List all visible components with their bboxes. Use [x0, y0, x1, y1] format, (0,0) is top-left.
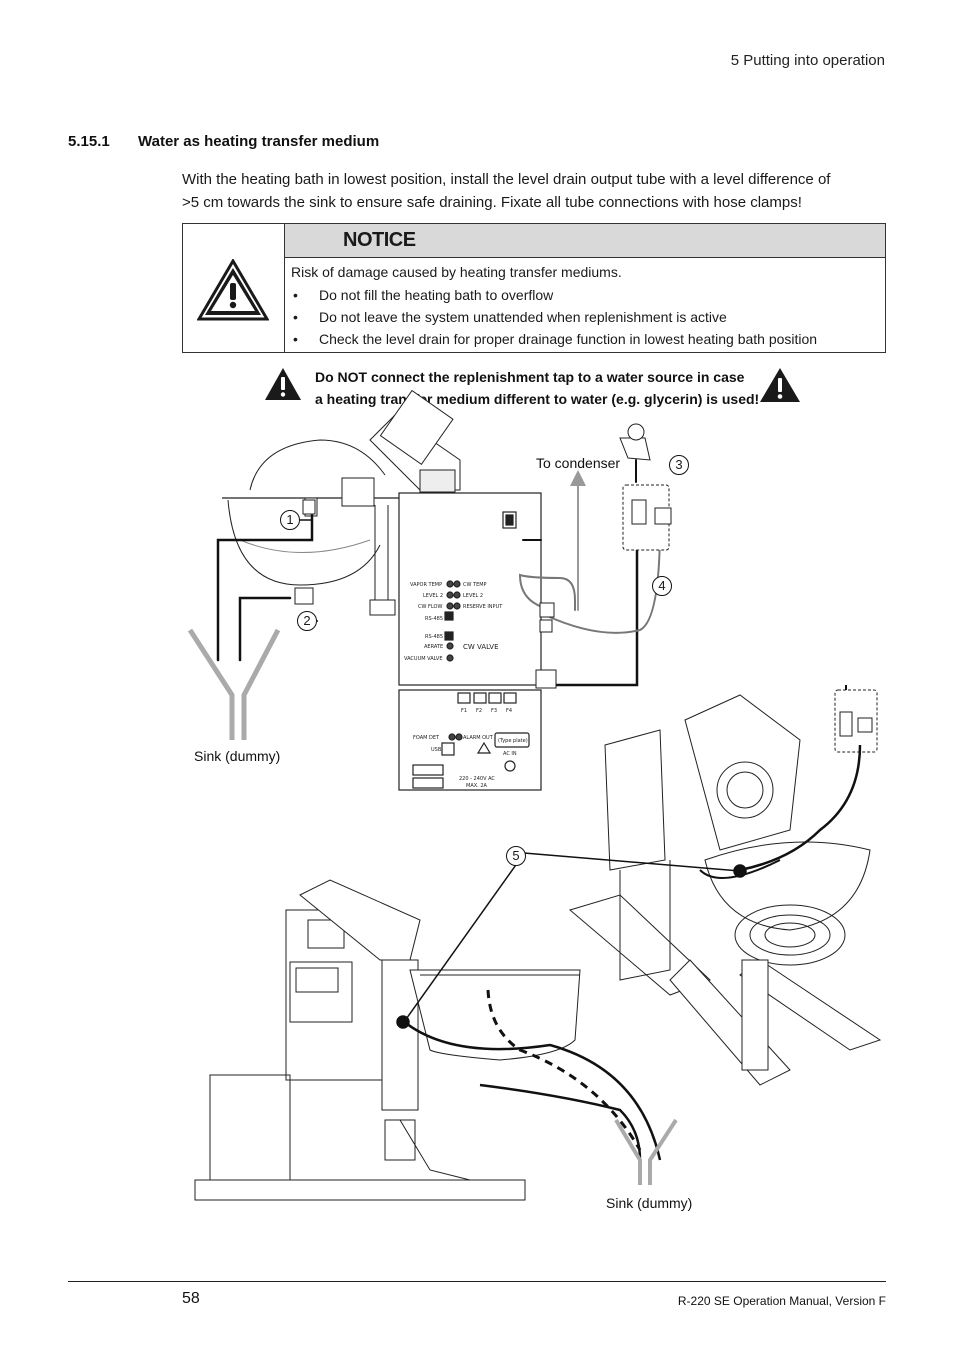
- label-aerate: AERATE: [424, 644, 443, 650]
- label-rs485-a: RS-485: [425, 616, 443, 622]
- bullet: •: [293, 287, 298, 303]
- label-fuse-f4: F4: [506, 708, 512, 714]
- notice-box: NOTICE Risk of damage caused by heating …: [182, 223, 886, 353]
- section-title: Water as heating transfer medium: [138, 133, 380, 150]
- notice-text: Risk of damage caused by heating transfe…: [291, 264, 622, 280]
- footer-divider: [68, 1281, 886, 1282]
- manual-title: R-220 SE Operation Manual, Version F: [677, 1294, 886, 1308]
- intro-paragraph: With the heating bath in lowest position…: [182, 168, 872, 214]
- notice-heading: NOTICE: [343, 229, 416, 251]
- intro-line-1: With the heating bath in lowest position…: [182, 171, 831, 188]
- callout-4: 4: [652, 576, 672, 596]
- fuse-holders: [457, 692, 517, 704]
- warning-triangle-icon: [197, 259, 269, 321]
- label-alarm-out: ALARM OUT: [463, 735, 494, 741]
- intro-line-2: >5 cm towards the sink to ensure safe dr…: [182, 194, 802, 211]
- notice-item-text: Check the level drain for proper drainag…: [319, 331, 818, 347]
- to-condenser-label: To condenser: [536, 455, 621, 471]
- callout-5: 5: [506, 846, 526, 866]
- label-type-plate: (Type plate): [498, 738, 528, 744]
- label-reserve-input: RESERVE INPUT: [463, 604, 503, 610]
- rotavap-side-view: [194, 879, 581, 1201]
- label-foam-det: FOAM DET: [413, 735, 440, 741]
- bullet: •: [293, 309, 298, 325]
- warning-left-icon: [265, 368, 301, 400]
- label-usb: USB: [431, 747, 442, 753]
- notice-list: • Do not fill the heating bath to overflo…: [291, 284, 879, 350]
- tubing-bottom-left: [401, 989, 662, 1161]
- label-rs485-b: RS-485: [425, 634, 443, 640]
- label-cw-valve: CW VALVE: [463, 643, 499, 651]
- callout-2: 2: [297, 611, 317, 631]
- notice-header: NOTICE: [285, 224, 885, 258]
- sink-top: [187, 628, 281, 740]
- label-cw-temp: CW TEMP: [463, 582, 487, 588]
- chapter-header: 5 Putting into operation: [730, 52, 885, 69]
- control-box: [398, 492, 542, 791]
- label-ac-in: AC IN: [503, 751, 517, 757]
- tubing-top: [216, 459, 661, 687]
- bullet: •: [293, 331, 298, 347]
- label-max-current: MAX. 2A: [466, 783, 488, 789]
- list-item: • Do not fill the heating bath to overflo…: [291, 284, 879, 306]
- callout-3: 3: [669, 455, 689, 475]
- list-item: • Do not leave the system unattended when…: [291, 306, 879, 328]
- notice-body: Risk of damage caused by heating transfe…: [291, 262, 879, 350]
- section-heading: 5.15.1 Water as heating transfer medium: [68, 133, 379, 150]
- label-vacuum-valve: VACUUM VALVE: [404, 656, 442, 662]
- tubing-bottom-right: [699, 685, 862, 879]
- label-level2-right: LEVEL 2: [463, 593, 483, 599]
- label-cw-flow: CW FLOW: [418, 604, 442, 610]
- warning-right-icon: [760, 368, 800, 402]
- notice-item-text: Do not leave the system unattended when …: [319, 309, 727, 325]
- rotavap-perspective-view: [568, 689, 882, 1086]
- label-level2-left: LEVEL 2: [423, 593, 443, 599]
- panel-connectors: [446, 580, 463, 741]
- list-item: • Check the level drain for proper draina…: [291, 328, 879, 350]
- sink-top-label: Sink (dummy): [194, 748, 281, 764]
- label-fuse-f3: F3: [491, 708, 497, 714]
- notice-item-text: Do not fill the heating bath to overflow: [319, 287, 554, 303]
- label-fuse-f2: F2: [476, 708, 482, 714]
- notice-icon-cell: [183, 224, 285, 352]
- label-vapor-temp: VAPOR TEMP: [410, 582, 442, 588]
- callout-1: 1: [280, 510, 300, 530]
- sink-bottom-label: Sink (dummy): [606, 1195, 693, 1211]
- label-fuse-f1: F1: [461, 708, 467, 714]
- sink-bottom: [614, 1118, 678, 1185]
- section-number: 5.15.1: [68, 133, 110, 150]
- valves-top: [294, 423, 672, 689]
- page-number: 58: [182, 1290, 200, 1307]
- label-voltage: 220 - 240V AC: [459, 776, 495, 782]
- panel-labels: VAPOR TEMP CW TEMP LEVEL 2 LEVEL 2 CW FL…: [404, 582, 528, 789]
- warning-line-1: Do NOT connect the replenishment tap to …: [315, 369, 745, 385]
